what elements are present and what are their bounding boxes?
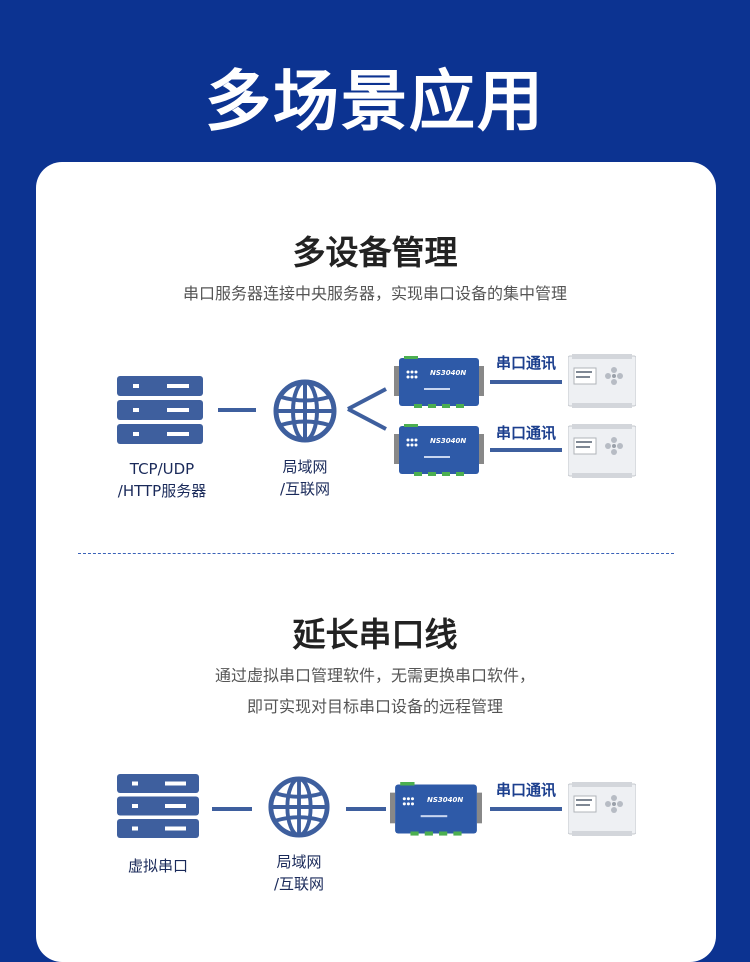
- connector-line: [218, 408, 256, 412]
- serial-server-device: NS3040N: [390, 781, 482, 836]
- section2-description-line1: 通过虚拟串口管理软件，无需更换串口软件，: [214, 666, 535, 685]
- virtual-serial-label: 虚拟串口: [127, 857, 188, 875]
- page-title: 多场景应用: [205, 63, 545, 140]
- globe-icon: [273, 379, 337, 443]
- server-icon: [117, 376, 203, 444]
- link-label-top: 串口通讯: [496, 354, 557, 372]
- network-label: 局域网 /互联网: [273, 853, 325, 893]
- section2-title: 延长串口线: [292, 615, 458, 654]
- globe-icon: [268, 776, 330, 838]
- serial-server-device: NS3040N: [394, 423, 484, 476]
- serial-line: [490, 807, 562, 811]
- server-label: TCP/UDP /HTTP服务器: [117, 460, 207, 500]
- link-label: 串口通讯: [496, 781, 557, 799]
- plc-terminal: [568, 782, 636, 836]
- section1-title: 多设备管理: [292, 233, 458, 272]
- network-label: 局域网 /互联网: [279, 458, 331, 498]
- fork-connector: [347, 387, 387, 431]
- link-label-bottom: 串口通讯: [496, 424, 557, 442]
- section2-description-line2: 即可实现对目标串口设备的远程管理: [246, 697, 503, 716]
- section1-description: 串口服务器连接中央服务器，实现串口设备的集中管理: [182, 284, 567, 303]
- serial-server-device: NS3040N: [394, 355, 484, 408]
- plc-terminal: [568, 424, 636, 478]
- connector-line: [346, 807, 386, 811]
- section-divider: [78, 553, 674, 554]
- plc-terminal: [568, 354, 636, 408]
- server-icon: [117, 774, 199, 838]
- serial-line-top: [490, 380, 562, 384]
- connector-line: [212, 807, 252, 811]
- serial-line-bottom: [490, 448, 562, 452]
